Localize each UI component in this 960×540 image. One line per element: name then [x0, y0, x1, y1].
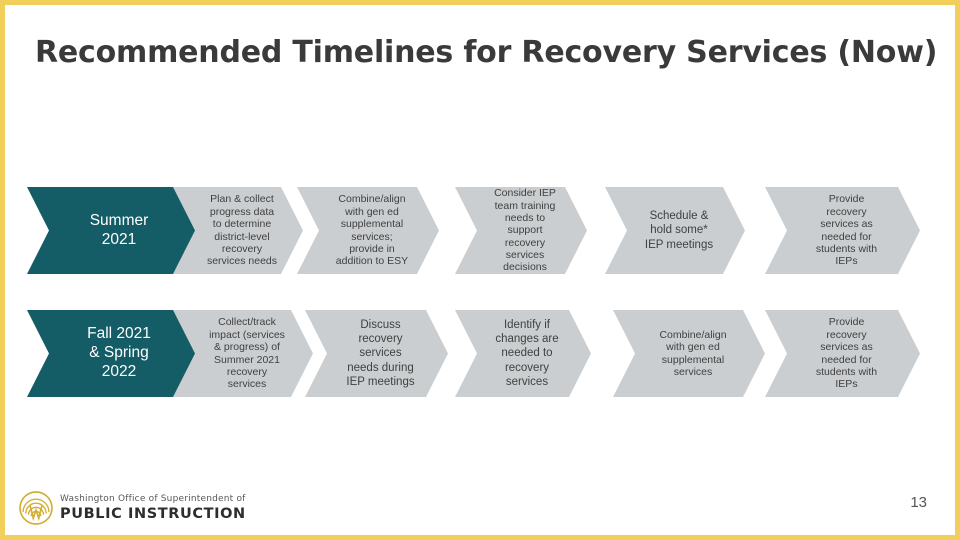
footer-logo: Washington Office of Superintendent of P…	[19, 491, 246, 525]
ospi-seal-icon	[19, 491, 53, 525]
timeline-step-label: Schedule & hold some* IEP meetings	[644, 209, 714, 251]
organization-name: Washington Office of Superintendent of P…	[60, 493, 246, 522]
organization-line2: PUBLIC INSTRUCTION	[60, 505, 246, 522]
timeline-step-3[interactable]: Consider IEP team training needs to supp…	[455, 187, 587, 274]
timeline-step-label: Provide recovery services as needed for …	[815, 193, 878, 268]
timeline-row-fall-2021-spring-2022: Fall 2021 & Spring 2022 Collect/track im…	[5, 310, 955, 397]
timeline-step-label: Combine/align with gen ed supplemental s…	[335, 193, 409, 268]
timeline-period-label: Summer 2021	[89, 211, 149, 248]
timeline-step-4[interactable]: Schedule & hold some* IEP meetings	[605, 187, 745, 274]
timeline-step-1[interactable]: Collect/track impact (services & progres…	[173, 310, 313, 397]
timeline-step-label: Plan & collect progress data to determin…	[206, 193, 278, 268]
timeline-period-summer-2021[interactable]: Summer 2021	[27, 187, 199, 274]
timeline-step-3[interactable]: Identify if changes are needed to recove…	[455, 310, 591, 397]
timeline-row-summer-2021: Summer 2021 Plan & collect progress data…	[5, 187, 955, 274]
chevron-process-diagram: Summer 2021 Plan & collect progress data…	[5, 175, 955, 410]
page-title: Recommended Timelines for Recovery Servi…	[35, 35, 938, 70]
timeline-step-2[interactable]: Combine/align with gen ed supplemental s…	[297, 187, 439, 274]
timeline-step-label: Collect/track impact (services & progres…	[209, 316, 285, 391]
timeline-step-5[interactable]: Provide recovery services as needed for …	[765, 187, 920, 274]
timeline-period-label: Fall 2021 & Spring 2022	[87, 325, 151, 380]
timeline-step-label: Identify if changes are needed to recove…	[495, 318, 559, 389]
timeline-step-label: Discuss recovery services needs during I…	[346, 318, 415, 389]
timeline-step-label: Consider IEP team training needs to supp…	[494, 187, 556, 274]
timeline-step-label: Provide recovery services as needed for …	[815, 316, 878, 391]
organization-line1: Washington Office of Superintendent of	[60, 493, 246, 504]
timeline-step-2[interactable]: Discuss recovery services needs during I…	[305, 310, 448, 397]
timeline-step-label: Combine/align with gen ed supplemental s…	[659, 328, 727, 378]
timeline-period-fall-2021-spring-2022[interactable]: Fall 2021 & Spring 2022	[27, 310, 199, 397]
timeline-step-5[interactable]: Provide recovery services as needed for …	[765, 310, 920, 397]
timeline-step-4[interactable]: Combine/align with gen ed supplemental s…	[613, 310, 765, 397]
page-number: 13	[910, 494, 927, 511]
timeline-step-1[interactable]: Plan & collect progress data to determin…	[173, 187, 303, 274]
